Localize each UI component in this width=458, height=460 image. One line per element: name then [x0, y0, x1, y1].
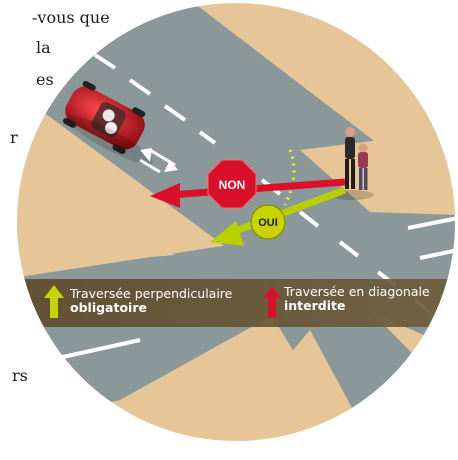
- legend-diagonal-title: Traversée en diagonale: [284, 284, 430, 299]
- legend-red-arrow-icon: [263, 286, 281, 318]
- legend-perpendicular-title: Traversée perpendiculaire: [70, 286, 233, 301]
- background-text-3: es: [36, 70, 54, 89]
- non-label: NON: [219, 178, 246, 192]
- legend-diagonal: Traversée en diagonale interdite: [284, 284, 430, 314]
- green-arrow-perpendicular: [210, 186, 347, 246]
- legend-perpendicular-sub: obligatoire: [70, 300, 147, 316]
- legend-diagonal-sub: interdite: [284, 298, 346, 314]
- background-text-1: -vous que: [32, 8, 110, 27]
- oui-badge: [250, 204, 286, 240]
- legend-green-arrow-icon: [44, 285, 64, 318]
- legend-bar: [16, 279, 456, 327]
- sidewalk-corner: [16, 200, 175, 270]
- legend-perpendicular: Traversée perpendiculaire obligatoire: [70, 286, 233, 316]
- background-text-2: la: [36, 38, 51, 57]
- red-arrow-diagonal: [150, 178, 346, 208]
- background-text-5: rs: [12, 366, 28, 385]
- background-text-4: r: [10, 128, 18, 147]
- car: [63, 80, 146, 155]
- oui-label: OUI: [258, 217, 278, 229]
- sidewalk-corner-right: [300, 140, 456, 215]
- non-sign: [207, 159, 257, 209]
